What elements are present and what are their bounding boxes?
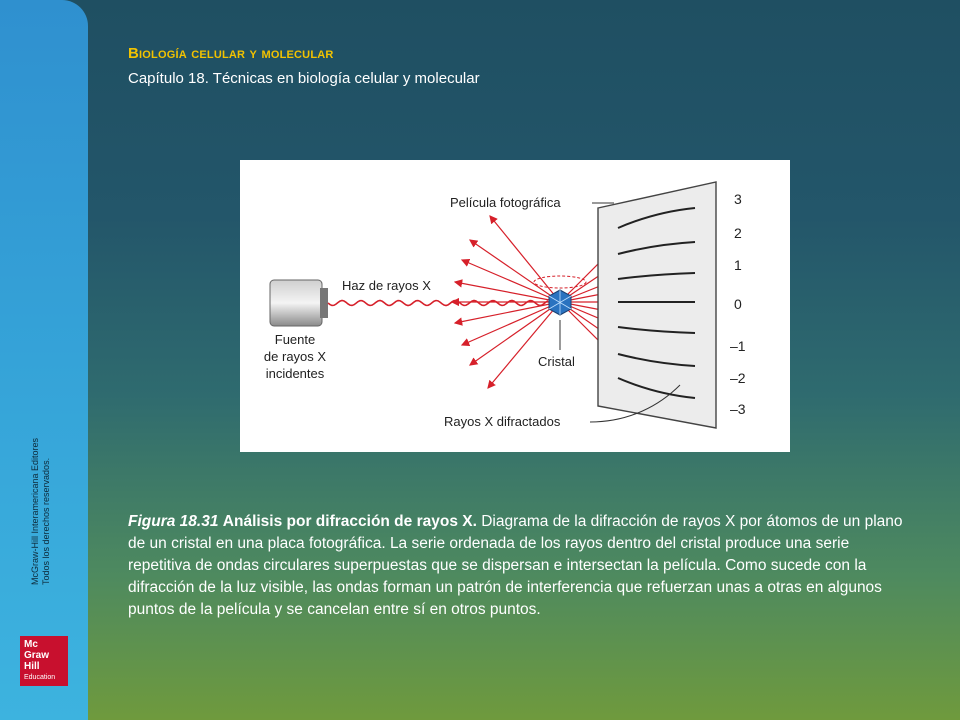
order-label-3: 3 [734, 191, 742, 207]
order-label-m2: –2 [730, 370, 746, 386]
label-film: Película fotográfica [450, 195, 561, 210]
order-label-m1: –1 [730, 338, 746, 354]
figure-caption: Figura 18.31 Análisis por difracción de … [128, 511, 908, 621]
diffracted-ray [487, 301, 561, 389]
label-source-2: de rayos X [264, 349, 326, 364]
label-crystal: Cristal [538, 354, 575, 369]
order-label-2: 2 [734, 225, 742, 241]
chapter-title: Capítulo 18. Técnicas en biología celula… [128, 70, 480, 87]
diffracted-ray [453, 279, 561, 303]
label-source-1: Fuente [275, 332, 315, 347]
diffracted-ray [460, 301, 561, 346]
xray-source-nozzle [320, 288, 328, 318]
label-diffracted: Rayos X difractados [444, 414, 561, 429]
book-title: Biología celular y molecular [128, 45, 334, 62]
interference-arc [617, 353, 696, 367]
interference-arc [617, 377, 696, 399]
interference-arcs [617, 207, 696, 399]
diffraction-figure: Película fotográfica Haz de rayos X Fuen… [240, 160, 790, 452]
order-label-0: 0 [734, 296, 742, 312]
copyright-line-1: McGraw-Hill Interamericana Editores [30, 437, 40, 585]
publisher-logo: Mc Graw Hill Education [20, 636, 68, 686]
label-beam: Haz de rayos X [342, 278, 431, 293]
label-source-3: incidentes [266, 366, 325, 381]
caption-number: Figura 18.31 [128, 513, 219, 530]
diffracted-leader-line [589, 384, 681, 423]
diffracted-ray [489, 215, 561, 303]
diffraction-diagram: Película fotográfica Haz de rayos X Fuen… [264, 181, 746, 429]
sidebar: McGraw-Hill Interamericana Editores Todo… [0, 0, 88, 720]
logo-education: Education [24, 674, 56, 681]
diffracted-ray [469, 239, 561, 303]
copyright-notice: McGraw-Hill Interamericana Editores Todo… [30, 395, 52, 585]
logo-line-1: Mc [24, 639, 38, 650]
interference-arc [617, 241, 696, 255]
crystal-halo [533, 275, 587, 289]
caption-title: Análisis por difracción de rayos X. [222, 513, 477, 530]
incident-beam [327, 299, 549, 307]
diffracted-ray [469, 301, 561, 366]
crystal-facets [548, 290, 572, 315]
diffracted-ray [453, 301, 561, 326]
order-label-1: 1 [734, 257, 742, 273]
order-label-m3: –3 [730, 401, 746, 417]
logo-line-2: Graw [24, 650, 50, 661]
interference-arc [617, 272, 696, 280]
xray-source-icon [269, 279, 323, 327]
interference-arc [617, 326, 696, 334]
copyright-line-2: Todos los derechos reservados. [41, 457, 51, 585]
diffracted-ray [460, 258, 561, 303]
logo-line-3: Hill [24, 661, 40, 672]
interference-arc [617, 207, 696, 229]
caption-body: Diagrama de la difracción de rayos X por… [128, 513, 903, 618]
